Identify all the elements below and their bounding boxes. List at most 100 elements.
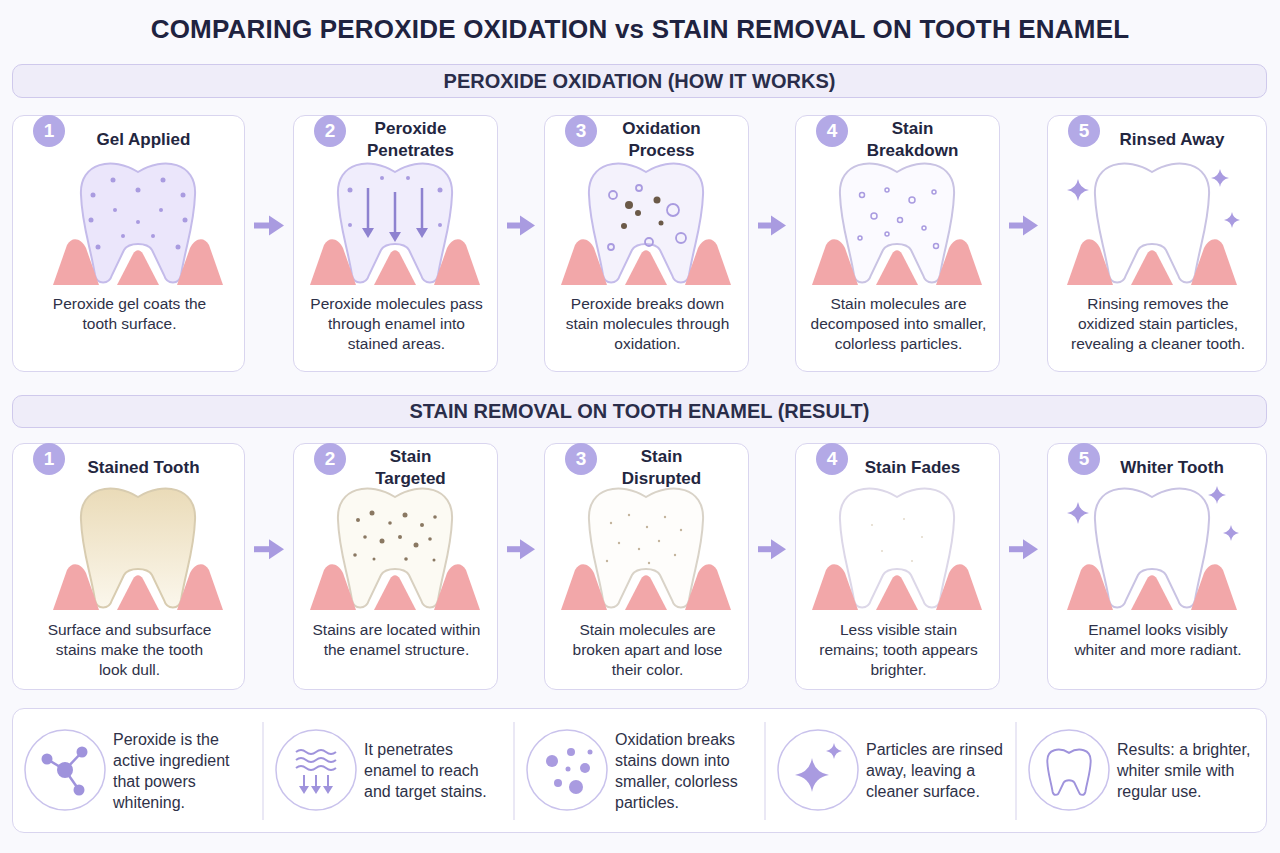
down-arrows <box>362 188 428 242</box>
callout-number: 2 <box>325 448 336 470</box>
summary-line: Oxidation breaks stains down into smalle… <box>615 729 758 813</box>
dot <box>181 193 186 198</box>
tooth-disrupted <box>561 488 731 610</box>
arrow-head <box>389 232 401 242</box>
speck <box>398 535 402 539</box>
step-description: Enamel looks visibly whiter and more rad… <box>1068 620 1248 660</box>
speck <box>664 516 666 518</box>
step-description: Stain molecules are decomposed into smal… <box>809 294 989 354</box>
bond <box>47 759 65 770</box>
speck <box>356 518 360 522</box>
sparkle <box>826 743 842 759</box>
bonds <box>47 752 82 790</box>
arrow-head <box>1023 539 1038 559</box>
step-number: 3 <box>565 443 597 475</box>
arrow-head <box>311 786 321 794</box>
tooth <box>589 488 703 607</box>
speck <box>380 539 385 544</box>
arrow-shaft <box>1009 223 1026 229</box>
step-number: 2 <box>314 115 346 147</box>
speck <box>428 537 432 541</box>
particle-dots <box>546 748 593 794</box>
particle <box>885 188 889 192</box>
tooth <box>81 163 195 282</box>
step-heading: Rinsed Away <box>1116 118 1228 162</box>
step-card: Gel AppliedPeroxide gel coats the tooth … <box>12 115 245 372</box>
speck <box>414 543 419 548</box>
tooth <box>840 163 954 282</box>
speck <box>638 548 640 550</box>
step-number: 4 <box>816 115 848 147</box>
sparkle <box>1067 179 1089 201</box>
dot <box>121 234 125 238</box>
tooth <box>338 163 452 282</box>
speck <box>881 550 883 552</box>
arrow-head <box>269 539 284 559</box>
arrow-shaft <box>758 223 774 229</box>
stain <box>625 201 633 209</box>
step-number: 5 <box>1068 443 1100 475</box>
arrow-shaft <box>254 546 272 552</box>
particle <box>885 232 889 236</box>
waves <box>296 750 336 788</box>
step-description: Less visible stain remains; tooth appear… <box>809 620 989 680</box>
callout-number: 2 <box>325 120 336 142</box>
section-header: STAIN REMOVAL ON TOOTH ENAMEL (RESULT) <box>12 395 1267 428</box>
arrow-head <box>299 786 309 794</box>
arrow-heads <box>299 786 333 794</box>
speck <box>388 521 392 525</box>
tooth-stained <box>53 488 223 610</box>
particle <box>860 193 865 198</box>
summary-line: Peroxide is the active ingredient that p… <box>113 729 256 813</box>
peroxide-dots <box>348 176 443 227</box>
step-description: Peroxide gel coats the tooth surface. <box>40 294 220 334</box>
sparkle <box>1223 525 1239 541</box>
arrow-head <box>771 216 786 236</box>
particle <box>932 190 936 194</box>
atom <box>57 762 73 778</box>
atom <box>77 747 88 758</box>
icon-circle <box>778 730 858 810</box>
callout-number: 4 <box>827 120 838 142</box>
dot <box>159 208 163 212</box>
gums <box>812 564 982 610</box>
callout-number: 4 <box>827 448 838 470</box>
dot <box>151 234 155 238</box>
gums <box>53 564 223 610</box>
stain <box>654 197 661 204</box>
stain-specks <box>353 511 437 562</box>
speck <box>353 553 357 557</box>
callout-number: 5 <box>1079 448 1090 470</box>
dot <box>546 755 558 767</box>
step-card: Stain TargetedStains are located within … <box>293 443 498 690</box>
gums <box>812 239 982 285</box>
gums <box>1067 239 1237 285</box>
step-card: Oxidation ProcessPeroxide breaks down st… <box>544 115 749 372</box>
section-panel: STAIN REMOVAL ON TOOTH ENAMEL (RESULT) St… <box>12 395 1267 690</box>
faint-specks <box>606 514 682 564</box>
arrow-shaft <box>421 188 424 230</box>
speck <box>921 536 923 538</box>
bubble <box>636 185 642 191</box>
step-description: Peroxide molecules pass through enamel i… <box>307 294 487 354</box>
arrow-head <box>771 539 786 559</box>
speck <box>420 523 424 527</box>
bond <box>65 770 79 790</box>
particle <box>858 236 862 240</box>
step-heading: Whiter Tooth <box>1116 446 1228 490</box>
summary-line: Results: a brighter, whiter smile with r… <box>1117 739 1260 802</box>
arrow-shaft <box>758 546 774 552</box>
atom <box>42 754 53 765</box>
diagram-title: COMPARING PEROXIDE OXIDATION vs STAIN RE… <box>0 14 1280 45</box>
dot <box>588 750 593 755</box>
arrow-shaft <box>254 223 272 229</box>
arrow-shaft <box>303 775 305 788</box>
icon-circle <box>1029 730 1109 810</box>
tooth <box>338 488 452 607</box>
step-heading: Peroxide Penetrates <box>355 118 467 162</box>
speck <box>646 526 648 528</box>
icon-circle <box>527 730 607 810</box>
step-number: 4 <box>816 443 848 475</box>
arrow-head <box>269 216 284 236</box>
summary-text: Results: a brighter, whiter smile with r… <box>1117 717 1260 824</box>
